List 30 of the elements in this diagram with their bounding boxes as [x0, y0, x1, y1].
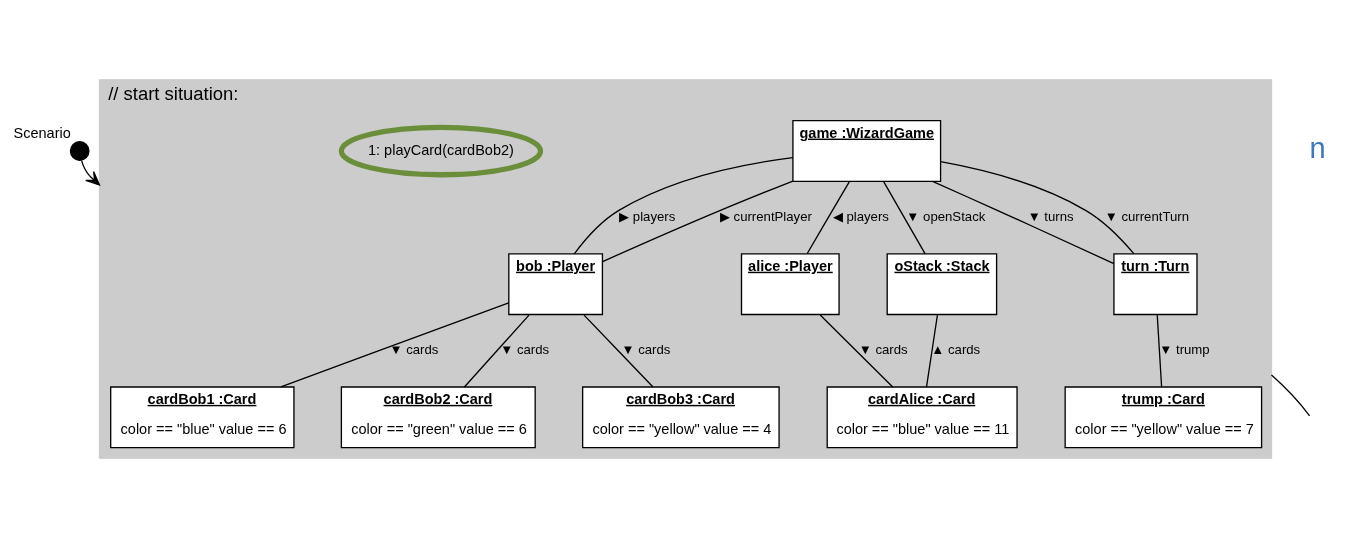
- node-label: Scenario: [13, 124, 71, 141]
- connector: [819, 313, 894, 388]
- edge-label: ▼ openStack: [906, 208, 986, 224]
- connector: [280, 301, 510, 388]
- edge-label: ▼ currentTurn: [1104, 208, 1190, 224]
- edge-label: ▶ players: [619, 208, 676, 224]
- edge-label: ▼ trump: [1159, 341, 1210, 357]
- node-ellipse: 1: playCard(cardBob2): [338, 124, 544, 177]
- edge-label: ▼ turns: [1027, 208, 1074, 224]
- connector: [1156, 313, 1163, 388]
- node-circle: [69, 140, 90, 161]
- connector: [925, 313, 939, 388]
- edge-label: ▶ currentPlayer: [719, 208, 812, 224]
- connector: [602, 179, 794, 262]
- edge-label: ▼ cards: [500, 341, 550, 357]
- edge-label: ▼ cards: [858, 341, 908, 357]
- connector: [939, 160, 1135, 254]
- connector: [806, 180, 850, 254]
- connector: [883, 180, 926, 254]
- edge-label: ◀ players: [832, 208, 889, 224]
- connector: [583, 313, 654, 388]
- edge-label: ▼ cards: [389, 341, 439, 357]
- arrow: [80, 159, 101, 186]
- label: n: [1309, 131, 1326, 164]
- connector: [1270, 373, 1311, 416]
- edge-label: ▼ cards: [621, 341, 671, 357]
- connector: [573, 156, 794, 254]
- edge-label: ▲ cards: [931, 341, 981, 357]
- connector: [463, 313, 530, 388]
- connector: [931, 180, 1115, 264]
